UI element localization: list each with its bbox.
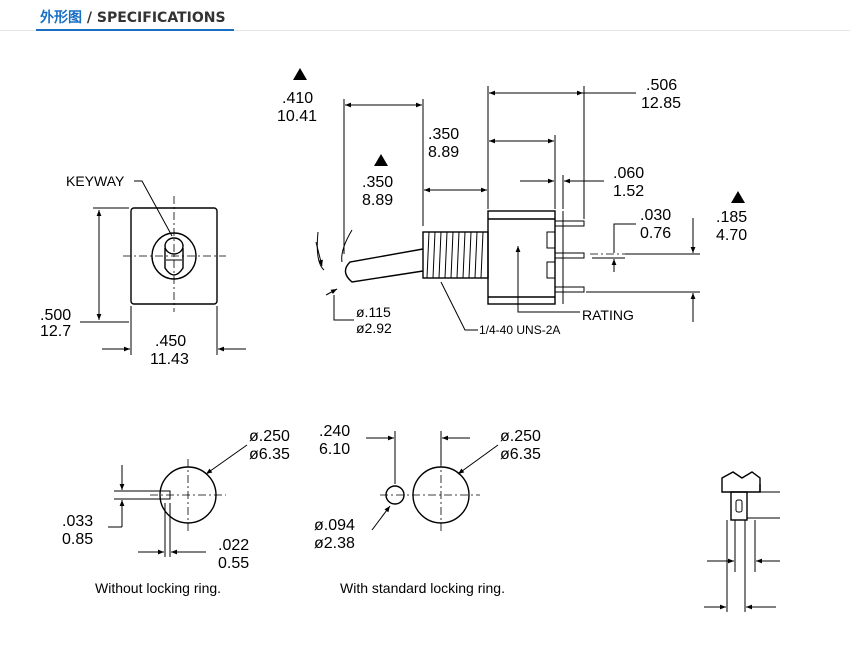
cutout-a-dia-mm: ø6.35: [249, 446, 290, 463]
dim-060-mm: 1.52: [613, 183, 644, 200]
section-header: 外形图 / SPECIFICATIONS: [0, 0, 850, 31]
side-view: .410 10.41 .350 8.89 .350 8.89 .506 12.8…: [277, 68, 747, 337]
dim-410-in: .410: [282, 90, 313, 107]
cutout-b-caption: With standard locking ring.: [340, 580, 505, 596]
dim-022-in: .022: [218, 537, 249, 554]
panel-cutout-without-ring: ø.250 ø6.35 .033 0.85 .022 0.55 Without …: [62, 428, 290, 596]
dim-350b-in: .350: [428, 126, 459, 143]
dim-350a-mm: 8.89: [362, 192, 393, 209]
partial-detail-view: [704, 471, 780, 612]
dia-115-arrow: [325, 288, 338, 296]
height-dim-in: .500: [40, 307, 71, 324]
cutout-a-dia-leader: [205, 444, 248, 475]
lever-tip-arrow: [315, 241, 323, 267]
title-underline: [36, 29, 234, 31]
dim-033-mm: 0.85: [62, 531, 93, 548]
dim-506-mm: 12.85: [641, 95, 681, 112]
height-dim-mm: 12.7: [40, 323, 71, 340]
keyway-leader: [134, 180, 173, 237]
dim-033-in: .033: [62, 513, 93, 530]
dim-350-triangle-icon: [374, 154, 388, 166]
dim-240-in: .240: [319, 423, 350, 440]
detail-slot: [735, 499, 743, 513]
terminal-bottom: [554, 286, 585, 293]
dim-410-triangle-icon: [293, 68, 307, 80]
thread-lines: [426, 231, 484, 279]
terminal-top: [554, 220, 585, 227]
title-english: SPECIFICATIONS: [96, 10, 226, 26]
cutout-a-key-notch: [159, 490, 171, 500]
dim-030-leader: [613, 223, 636, 253]
cutout-a-caption: Without locking ring.: [95, 580, 221, 596]
thread-label: 1/4-40 UNS-2A: [479, 323, 560, 337]
dia-115-mm: ø2.92: [356, 320, 392, 336]
cutout-b-dia-in: ø.250: [500, 428, 541, 445]
rating-leader: [517, 282, 580, 313]
dia-115-leader: [333, 295, 354, 321]
dia-094-in: ø.094: [314, 517, 355, 534]
lever-swing-arc: [316, 229, 353, 271]
terminal-notches: [546, 231, 555, 279]
dim-185-mm: 4.70: [716, 227, 747, 244]
width-dim-mm: 11.43: [150, 351, 189, 368]
toggle-lever-top: [164, 237, 184, 255]
dim-506-in: .506: [646, 77, 677, 94]
dia-115-in: ø.115: [356, 304, 391, 320]
dim-185-triangle-icon: [731, 191, 745, 203]
panel-cutout-with-ring: .240 6.10 ø.250 ø6.35 ø.094 ø2.38 With s…: [314, 423, 541, 596]
terminal-middle: [554, 252, 585, 259]
front-view: KEYWAY .500 12.7 .450 11.43: [40, 173, 246, 368]
dim-350b-mm: 8.89: [428, 144, 459, 161]
switch-body: [487, 210, 556, 305]
dim-410-mm: 10.41: [277, 108, 317, 125]
dim-240-mm: 6.10: [319, 441, 350, 458]
dim-350a-in: .350: [362, 174, 393, 191]
toggle-lever-body: [164, 248, 184, 276]
cutout-b-dia-mm: ø6.35: [500, 446, 541, 463]
dim-030-in: .030: [640, 207, 671, 224]
dim-022-mm: 0.55: [218, 555, 249, 572]
detail-lever-head: [721, 471, 761, 493]
threaded-bushing: [422, 231, 489, 279]
rating-label: RATING: [582, 307, 634, 323]
title-separator: /: [82, 10, 97, 26]
dim-185-in: .185: [716, 209, 747, 226]
dim-060-in: .060: [613, 165, 644, 182]
cutout-b-dia-leader: [457, 444, 499, 475]
dia-094-mm: ø2.38: [314, 535, 355, 552]
section-title: 外形图 / SPECIFICATIONS: [36, 7, 234, 31]
width-dim-in: .450: [155, 333, 186, 350]
keyway-label: KEYWAY: [66, 173, 125, 189]
detail-stem: [730, 491, 748, 521]
cutout-a-dia-in: ø.250: [249, 428, 290, 445]
dia-094-leader: [371, 505, 391, 531]
thread-leader: [440, 281, 478, 331]
bushing-outer: [151, 232, 197, 280]
title-chinese: 外形图: [40, 10, 82, 26]
dim-030-mm: 0.76: [640, 225, 671, 242]
toggle-lever-side: [344, 248, 424, 283]
